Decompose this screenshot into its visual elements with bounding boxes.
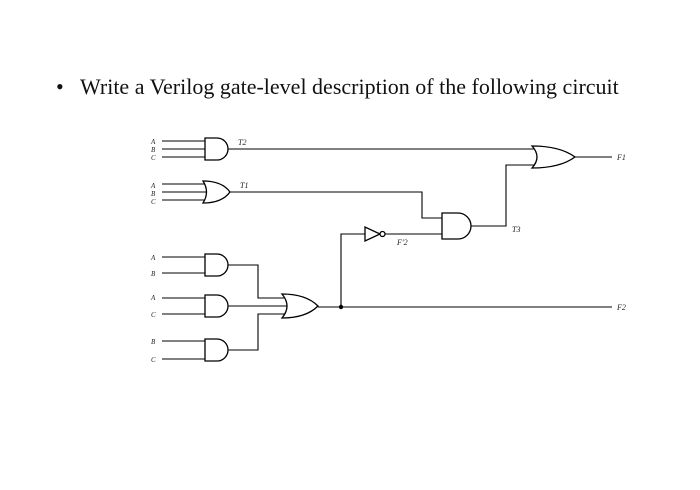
input-label-b2: B xyxy=(151,190,156,198)
and-gate-ab xyxy=(162,253,290,299)
and-gate-bc xyxy=(162,313,290,362)
input-label-c1: C xyxy=(151,154,156,162)
bullet-marker: • xyxy=(56,74,64,99)
and-gate-t3 xyxy=(441,164,537,240)
input-label-c2: C xyxy=(151,198,156,206)
label-t3: T3 xyxy=(512,225,520,234)
input-label-c4: C xyxy=(151,311,156,319)
bullet-item: • Write a Verilog gate-level description… xyxy=(56,74,666,100)
input-label-a2: A xyxy=(150,182,156,190)
not-gate-f2 xyxy=(340,225,442,307)
input-label-a1: A xyxy=(150,138,156,146)
label-t1: T1 xyxy=(240,181,248,190)
label-f2-not: F'2 xyxy=(396,238,408,247)
input-label-b3: B xyxy=(151,270,156,278)
input-label-c5: C xyxy=(151,356,156,364)
or-gate-t1 xyxy=(162,180,442,219)
or-gate-f2 xyxy=(280,293,612,319)
label-t2: T2 xyxy=(238,138,246,147)
bullet-text: Write a Verilog gate-level description o… xyxy=(80,74,619,99)
and-gate-ac xyxy=(162,294,293,318)
label-f1: F1 xyxy=(616,153,626,162)
or-gate-f1 xyxy=(530,145,612,169)
and-gate-t2 xyxy=(162,137,535,161)
input-label-b1: B xyxy=(151,146,156,154)
input-label-a3: A xyxy=(150,254,156,262)
label-f2: F2 xyxy=(616,303,626,312)
input-label-a4: A xyxy=(150,294,156,302)
input-label-b5: B xyxy=(151,338,156,346)
